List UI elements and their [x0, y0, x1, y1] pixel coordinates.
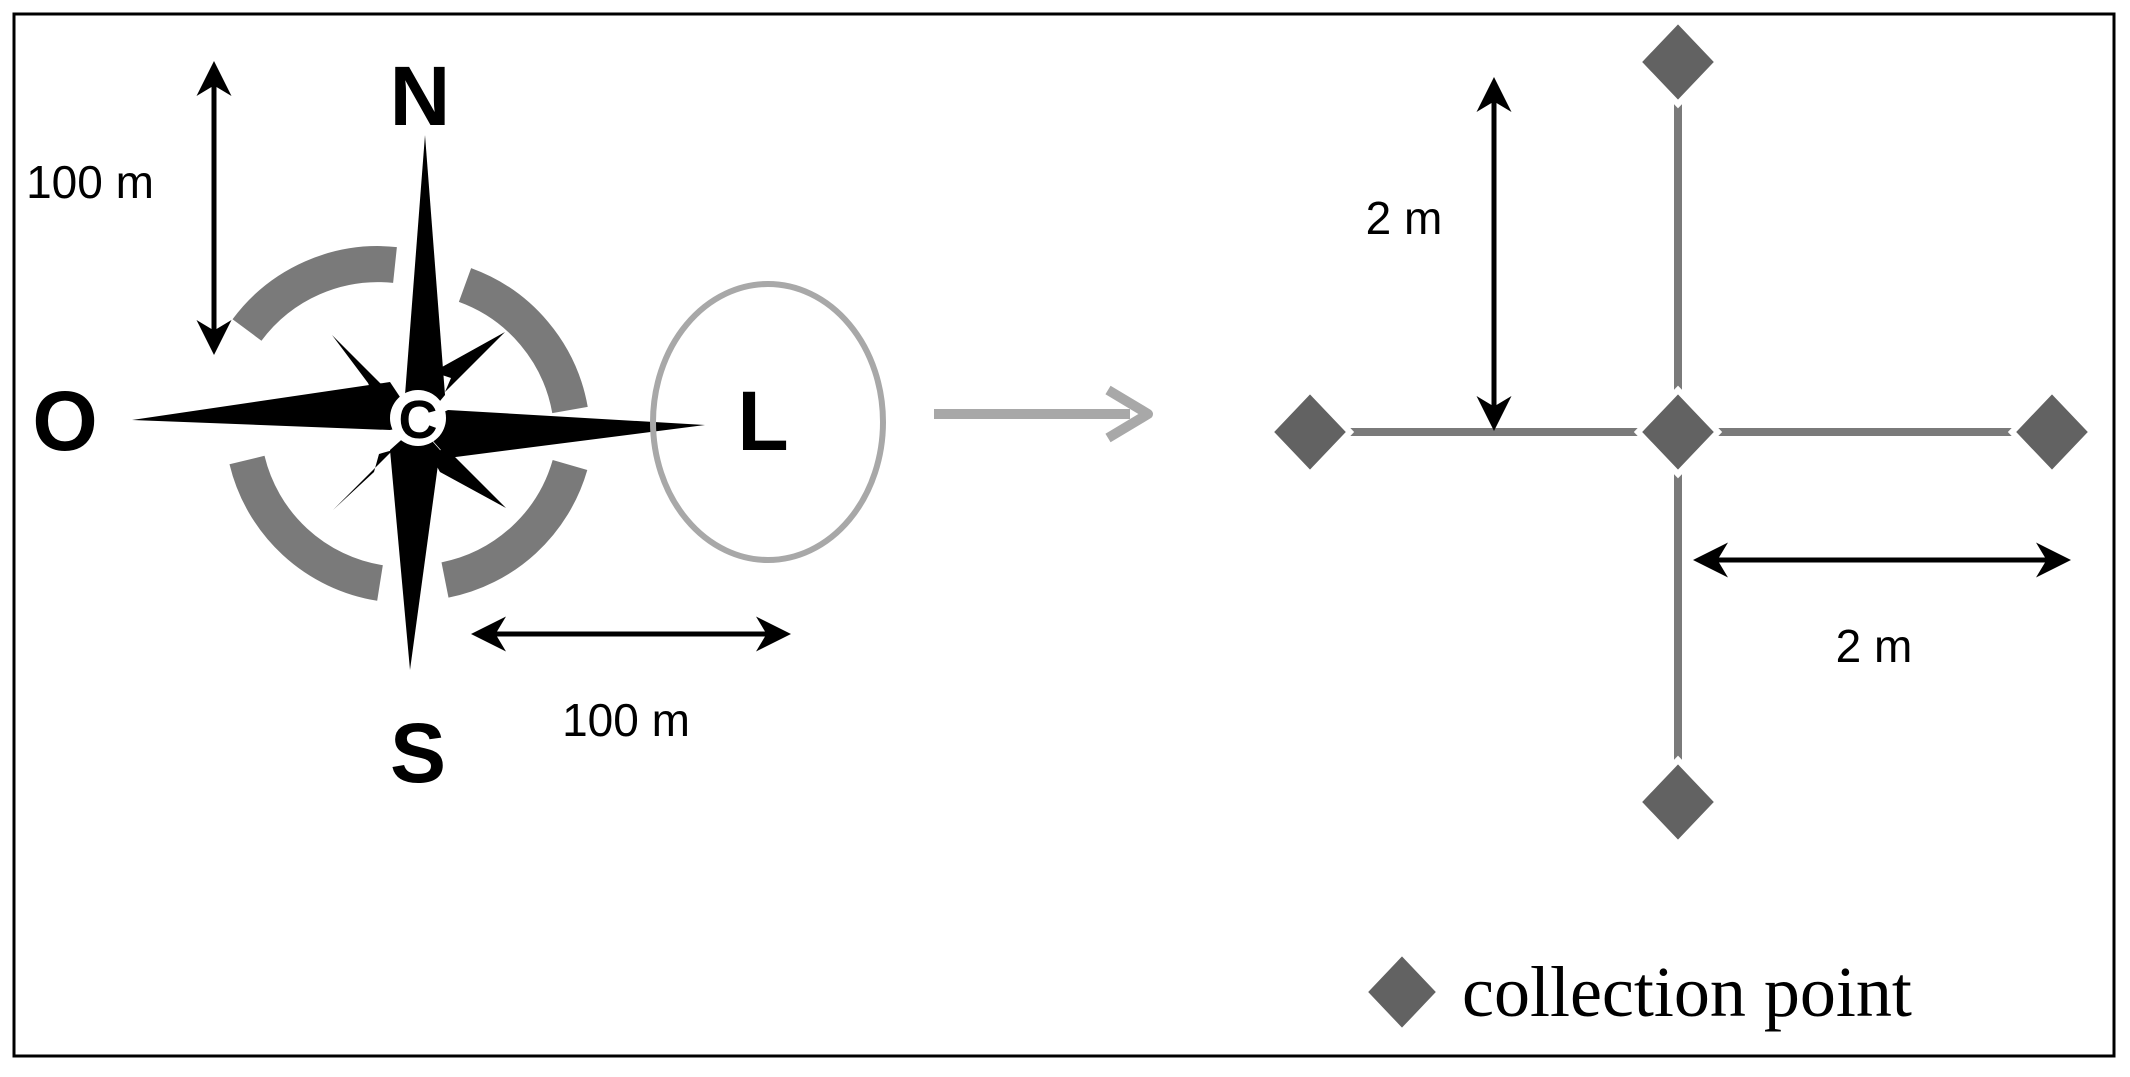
ring-arc-sw — [229, 455, 384, 601]
legend-marker-icon — [1359, 947, 1445, 1037]
vertical-2m-label: 2 m — [1366, 192, 1443, 244]
ring-arc-ne — [458, 268, 588, 414]
minor-point-se — [430, 448, 506, 508]
point-south — [390, 425, 440, 670]
transition-arrow — [934, 385, 1153, 443]
compass-main-points — [132, 135, 705, 670]
figure-border — [12, 12, 2116, 1058]
east-site-circle — [650, 281, 886, 563]
compass-rose: C — [132, 135, 705, 670]
point-west — [132, 382, 418, 430]
center-label: C — [399, 390, 438, 450]
legend: collection point — [1359, 947, 1912, 1037]
minor-point-sw — [333, 450, 393, 510]
point-north — [405, 135, 445, 425]
horizontal-2m-label: 2 m — [1836, 620, 1913, 672]
collection-point-west — [1265, 385, 1355, 479]
collection-point-east — [2007, 385, 2097, 479]
compass-minor-points — [332, 332, 506, 510]
vertical-100m-label: 100 m — [26, 156, 154, 208]
minor-point-ne — [433, 332, 505, 392]
north-label: N — [390, 49, 451, 143]
collection-point-north — [1633, 15, 1723, 109]
south-label: S — [390, 706, 446, 800]
east-label: L — [737, 374, 788, 468]
point-east — [418, 410, 705, 458]
sampling-cross — [1265, 15, 2097, 849]
legend-label: collection point — [1462, 952, 1912, 1032]
west-label: O — [32, 374, 97, 468]
ring-arc-se — [441, 459, 588, 598]
compass-center — [390, 390, 446, 446]
compass-ring — [229, 246, 588, 601]
collection-point-center — [1633, 385, 1723, 479]
horizontal-100m-label: 100 m — [562, 694, 690, 746]
collection-point-south — [1633, 755, 1723, 849]
ring-arc-nw — [232, 246, 397, 342]
collection-points — [1265, 15, 2097, 849]
